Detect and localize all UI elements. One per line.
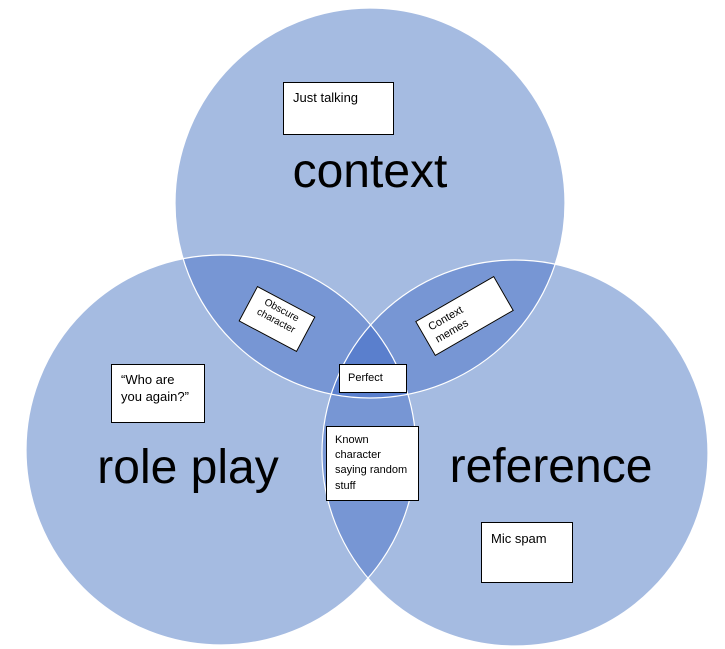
perfect-text: Perfect <box>348 372 383 384</box>
reference-circle-outline <box>321 259 709 647</box>
known-character-line-2: character <box>335 449 381 462</box>
reference-label: reference <box>450 440 653 493</box>
known-character-line-1: Known <box>335 434 369 446</box>
role-play-label: role play <box>97 441 278 494</box>
context-circle-outline <box>174 7 566 399</box>
who-are-you-again-line-2: you again?” <box>121 388 189 404</box>
just-talking-note: Just talking <box>283 82 394 135</box>
who-are-you-again-note: “Who are you again?” <box>111 364 205 423</box>
context-label: context <box>293 145 448 198</box>
known-character-line-4: stuff <box>335 479 356 492</box>
who-are-you-again-line-1: “Who are <box>121 372 175 387</box>
perfect-note: Perfect <box>339 364 407 393</box>
just-talking-text: Just talking <box>293 90 359 105</box>
known-character-line-3: saying random <box>335 464 408 477</box>
mic-spam-note: Mic spam <box>481 522 573 583</box>
mic-spam-text: Mic spam <box>491 531 547 546</box>
context-reference-overlap <box>322 260 565 398</box>
known-character-note: Known character saying random stuff <box>326 426 419 501</box>
context-role-play-overlap <box>175 255 416 398</box>
